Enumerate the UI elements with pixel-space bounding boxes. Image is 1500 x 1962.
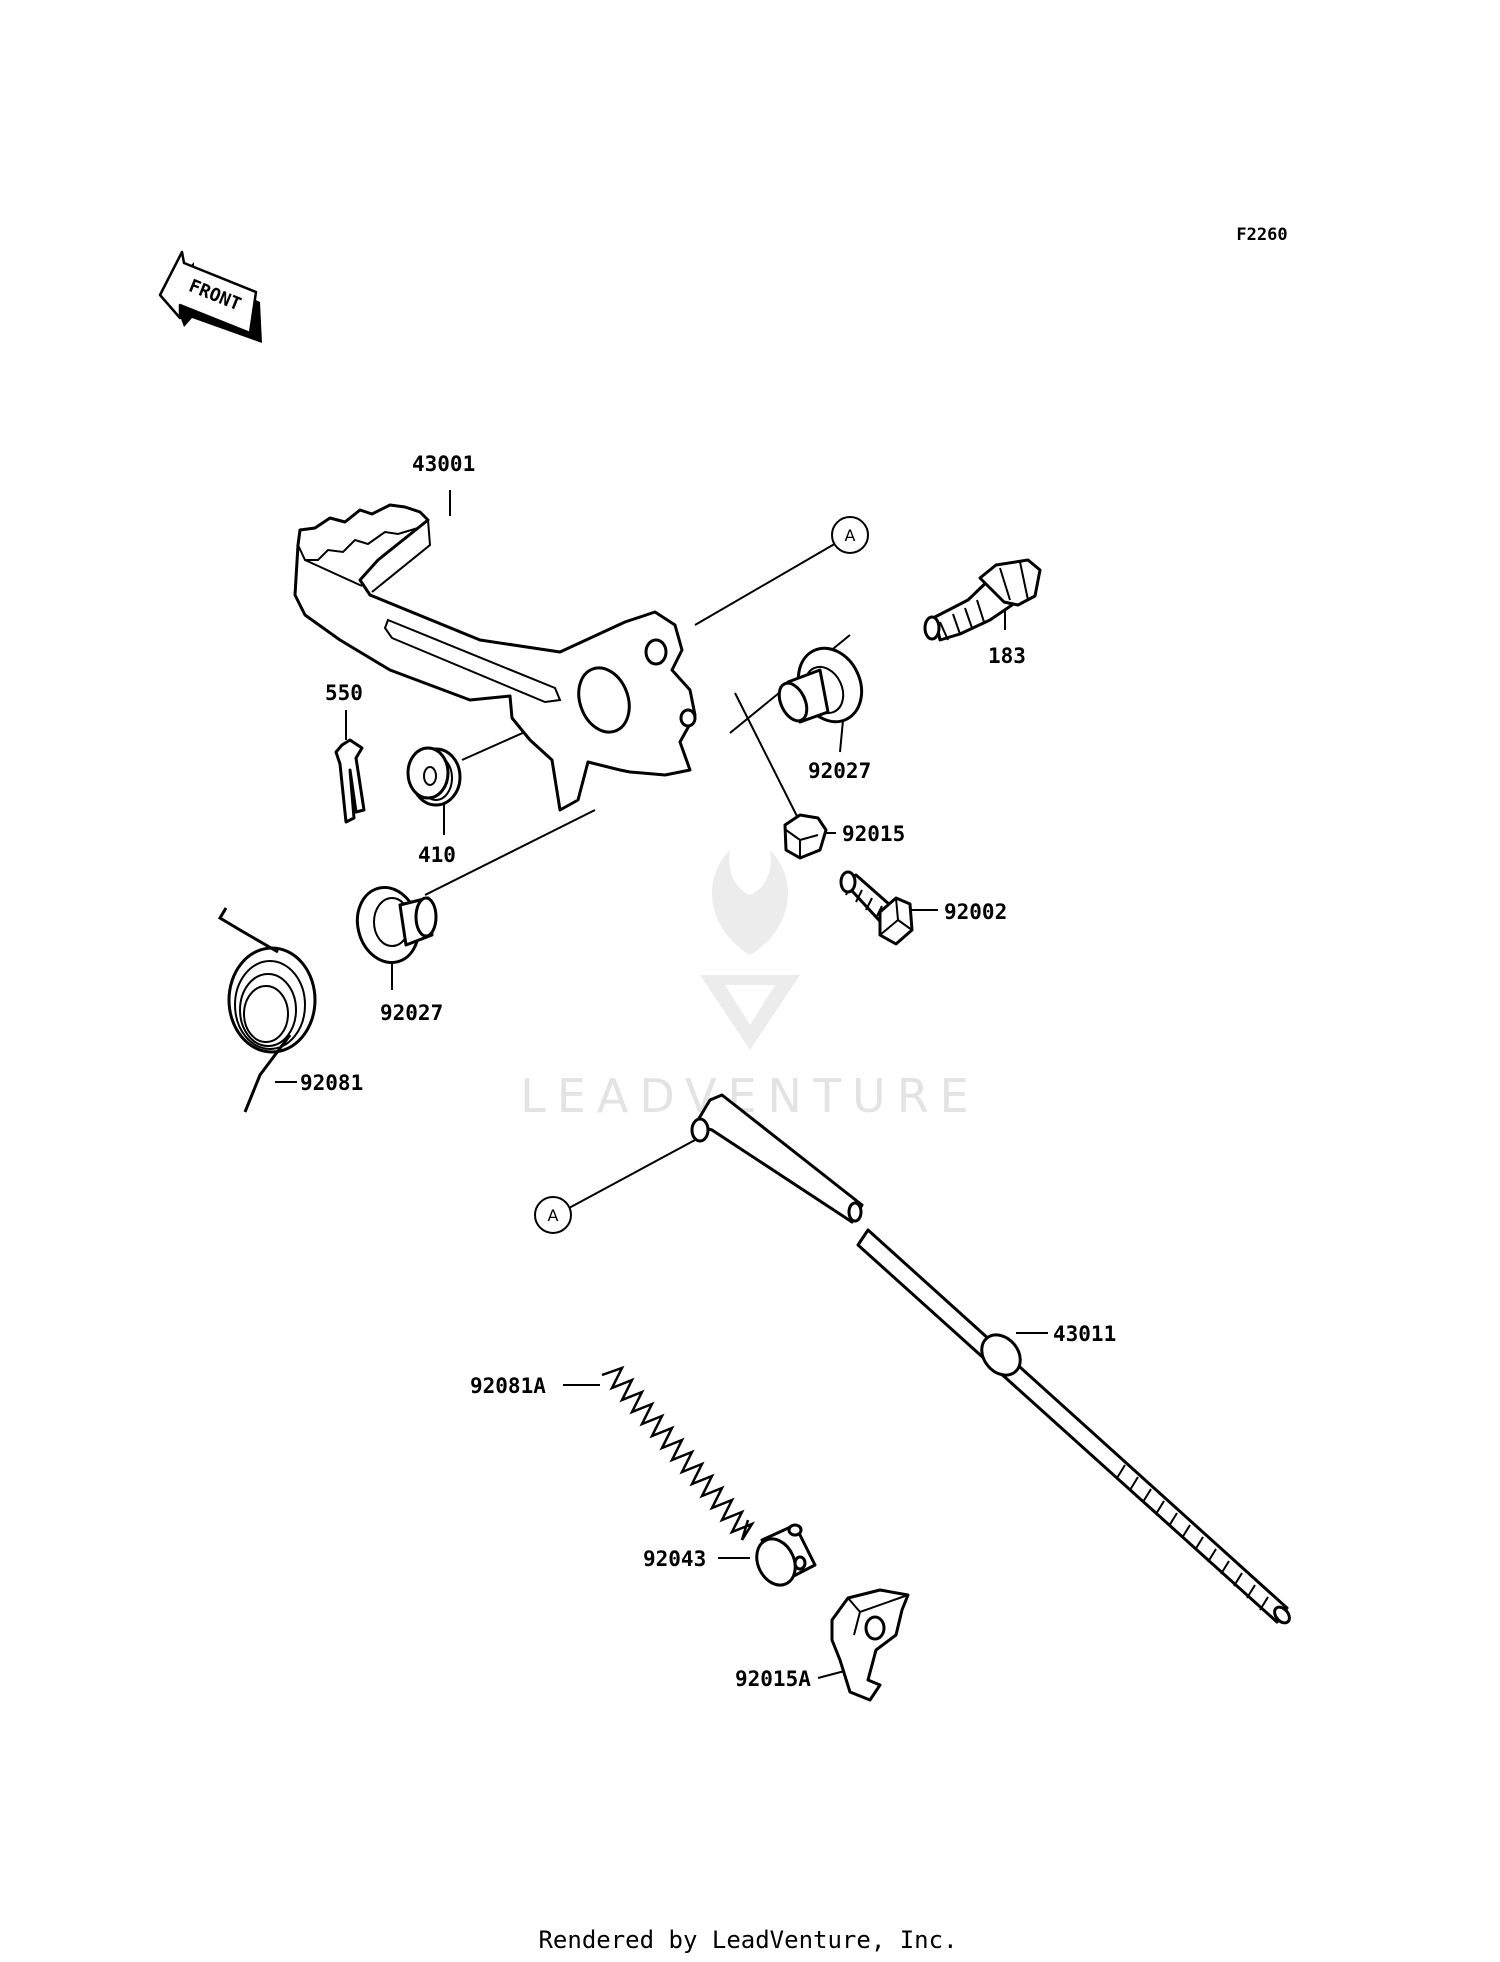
reference-a-label-lower: A <box>548 1206 559 1225</box>
diagram-code: F2260 <box>1236 225 1287 245</box>
label-92015A: 92015A <box>735 1667 811 1691</box>
nut-part <box>783 813 828 860</box>
adjust-bolt-part <box>839 870 914 946</box>
label-43001: 43001 <box>412 452 475 476</box>
reference-a-lower: A <box>534 1196 572 1234</box>
label-92027-upper: 92027 <box>808 759 871 783</box>
label-183: 183 <box>988 644 1026 668</box>
label-92027-lower: 92027 <box>380 1001 443 1025</box>
label-92081A: 92081A <box>470 1374 546 1398</box>
label-92002: 92002 <box>944 900 1007 924</box>
footer-credit: Rendered by LeadVenture, Inc. <box>538 1926 957 1954</box>
pivot-bolt-part <box>923 558 1042 642</box>
rod-spring-part <box>601 1365 756 1541</box>
rod-nut-part <box>830 1588 910 1702</box>
label-92015: 92015 <box>842 822 905 846</box>
label-92081: 92081 <box>300 1071 363 1095</box>
reference-a-upper: A <box>831 516 869 554</box>
bushing-lower-part <box>355 885 438 965</box>
label-92043: 92043 <box>643 1547 706 1571</box>
brake-rod-part <box>690 1093 1291 1625</box>
watermark-text: LEADVENTURE <box>520 1069 980 1123</box>
cotter-pin-part <box>334 738 366 824</box>
joint-part <box>755 1523 817 1587</box>
label-43011: 43011 <box>1053 1322 1116 1346</box>
reference-a-label: A <box>845 526 856 545</box>
return-spring-part <box>217 907 317 1113</box>
front-arrow-icon: FRONT <box>158 250 262 343</box>
label-410: 410 <box>418 843 456 867</box>
label-550: 550 <box>325 681 363 705</box>
washer-part <box>406 746 462 807</box>
brake-pedal-part <box>293 503 697 812</box>
leadventure-watermark: LEADVENTURE <box>520 850 980 1123</box>
bushing-upper-part <box>777 646 864 724</box>
